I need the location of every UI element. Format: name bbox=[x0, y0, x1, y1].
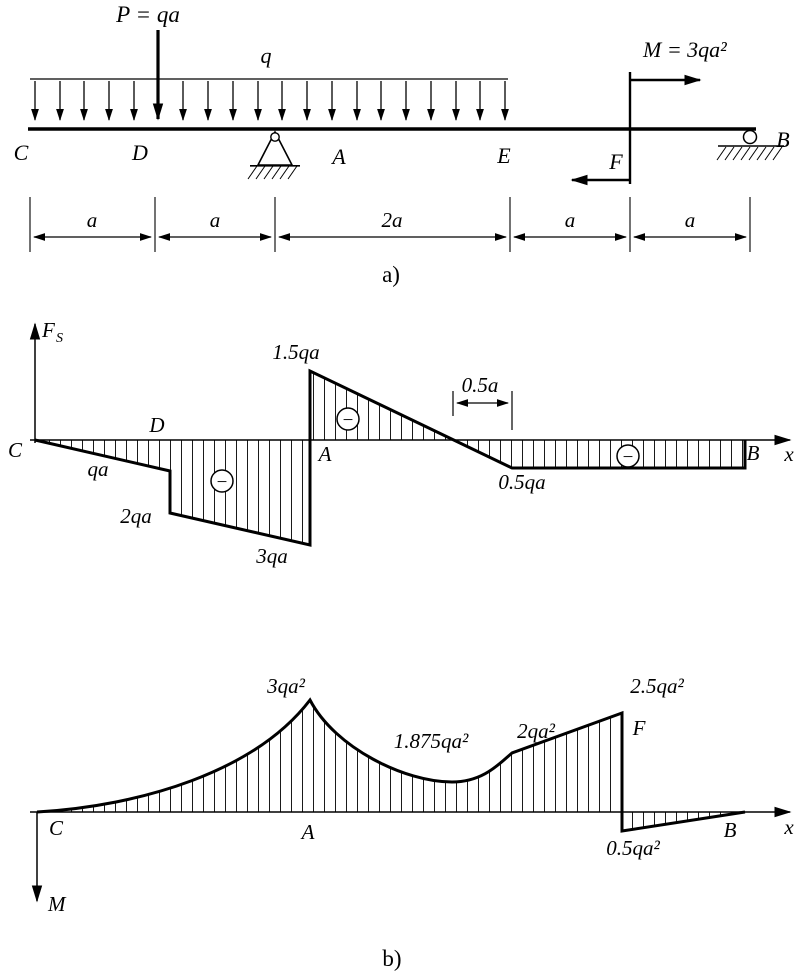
shear-value-2qa: 2qa bbox=[120, 504, 152, 528]
moment-value-1-875qa2: 1.875qa² bbox=[394, 729, 469, 753]
shear-curve bbox=[34, 368, 747, 547]
dimension-label-a1: a bbox=[87, 208, 98, 232]
shear-dim-half-a bbox=[452, 391, 513, 430]
dimension-label-a4: a bbox=[565, 208, 576, 232]
shear-x-label: x bbox=[783, 442, 794, 466]
beam-point-f: F bbox=[608, 149, 623, 174]
beam-figure: P = qa q C D A E F B bbox=[14, 2, 790, 287]
beam-point-b: B bbox=[776, 127, 789, 152]
svg-text:−: − bbox=[217, 472, 228, 493]
moment-axis-symbol: M bbox=[47, 892, 67, 916]
dimension-label-a5: a bbox=[685, 208, 696, 232]
beam-point-d: D bbox=[131, 140, 148, 165]
shear-value-1-5qa: 1.5qa bbox=[272, 340, 319, 364]
shear-point-c: C bbox=[8, 438, 23, 462]
moment-value-0-5qa2: 0.5qa² bbox=[606, 836, 660, 860]
uniform-load-label: q bbox=[261, 43, 272, 68]
caption-a: a) bbox=[382, 262, 400, 287]
applied-moment-label: M = 3qa² bbox=[642, 37, 727, 62]
moment-value-2qa2: 2qa² bbox=[517, 719, 556, 743]
negative-sign-icon: − bbox=[616, 444, 640, 468]
negative-sign-icon: − bbox=[336, 407, 360, 431]
moment-point-b: B bbox=[724, 818, 737, 842]
shear-point-d: D bbox=[148, 413, 164, 437]
shear-value-qa: qa bbox=[88, 457, 109, 481]
dimension-label-2a: 2a bbox=[382, 208, 403, 232]
shear-axis-symbol: F bbox=[41, 318, 55, 342]
negative-sign-icon: − bbox=[210, 469, 234, 493]
caption-b: b) bbox=[382, 946, 401, 971]
svg-text:−: − bbox=[623, 447, 634, 468]
shear-dim-half-a-label: 0.5a bbox=[462, 373, 499, 397]
moment-value-2-5qa2: 2.5qa² bbox=[630, 674, 684, 698]
beam-point-e: E bbox=[496, 143, 511, 168]
shear-axis-subscript: S bbox=[56, 331, 63, 346]
shear-point-a: A bbox=[317, 442, 332, 466]
beam-point-a: A bbox=[330, 144, 346, 169]
shear-hatch-negative-2 bbox=[453, 440, 745, 468]
distributed-load-arrows bbox=[35, 81, 505, 120]
moment-point-f: F bbox=[632, 716, 646, 740]
dimension-label-a2: a bbox=[210, 208, 221, 232]
shear-point-b: B bbox=[747, 441, 760, 465]
moment-hatch-positive bbox=[37, 700, 622, 812]
roller-support bbox=[716, 129, 784, 161]
shear-value-0-5qa: 0.5qa bbox=[498, 470, 545, 494]
moment-diagram: M x C A F B 3qa² 1.875qa² 2qa² 2.5qa² 0.… bbox=[30, 674, 794, 971]
moment-value-3qa2: 3qa² bbox=[266, 674, 306, 698]
shear-diagram: F S x 0.5a − − − C D A B qa 2qa 3qa 1.5q… bbox=[8, 318, 794, 568]
svg-text:−: − bbox=[343, 410, 354, 431]
beam-point-c: C bbox=[14, 140, 29, 165]
shear-value-3qa: 3qa bbox=[255, 544, 288, 568]
shear-hatch-negative-1 bbox=[35, 440, 310, 545]
point-load-label: P = qa bbox=[115, 2, 180, 27]
moment-point-a: A bbox=[300, 820, 315, 844]
moment-x-label: x bbox=[783, 815, 794, 839]
moment-curve bbox=[36, 697, 746, 833]
moment-point-c: C bbox=[49, 816, 64, 840]
applied-moment-symbol bbox=[570, 72, 702, 186]
pin-support bbox=[247, 130, 300, 180]
